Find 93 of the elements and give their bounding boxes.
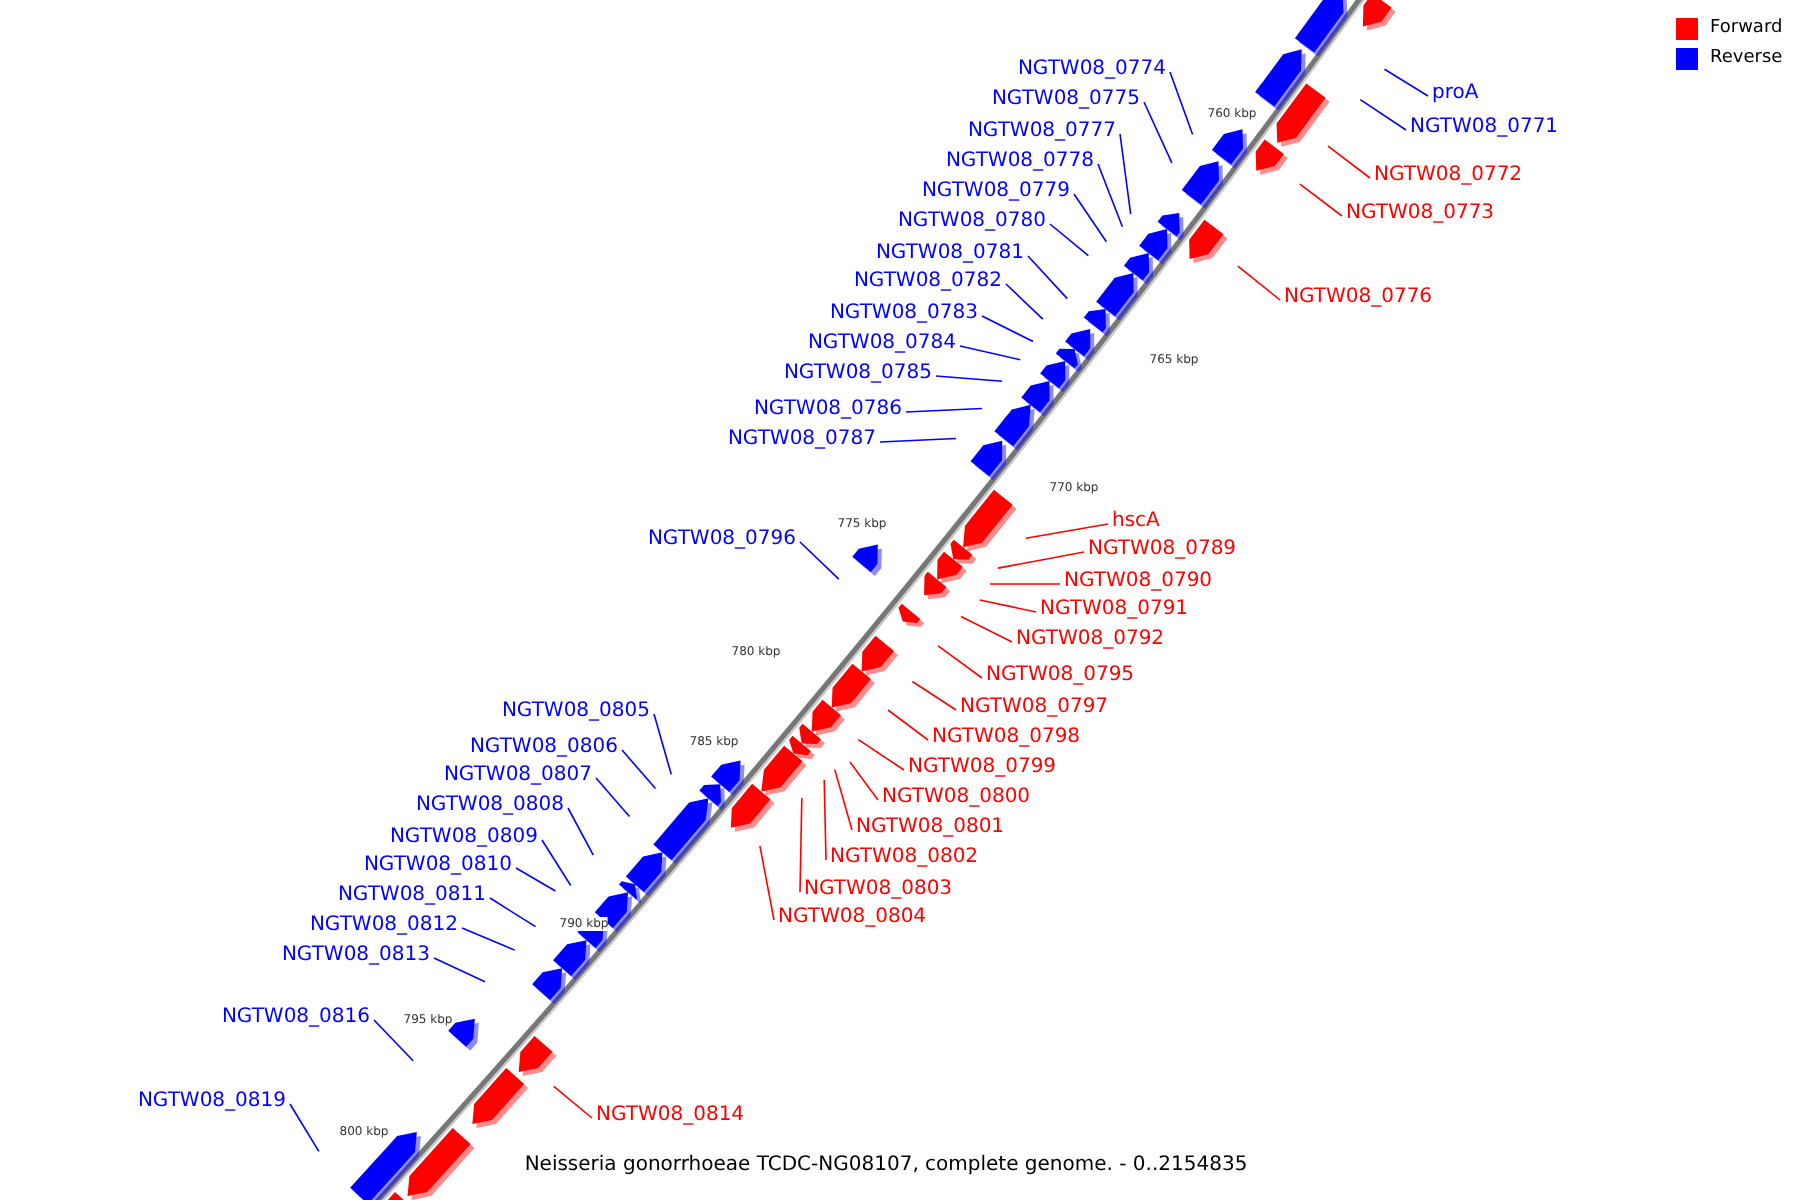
gene-label: NGTW08_0773 [1346,202,1495,226]
gene-label: NGTW08_0819 [137,1090,286,1114]
leader-line [905,407,983,413]
gene-label: NGTW08_0799 [908,756,1057,780]
gene-label: NGTW08_0789 [1088,538,1237,562]
gene-label: NGTW08_0809 [389,826,538,850]
leader-line [1299,183,1343,217]
leader-line [1383,68,1429,97]
leader-line [1049,223,1090,257]
leader-line [461,927,516,951]
leader-line [1073,193,1108,243]
gene-label: NGTW08_0792 [1016,628,1165,652]
gene-label: NGTW08_0782 [853,270,1002,294]
leader-line [833,768,853,831]
leader-line [621,749,657,790]
gene-label: NGTW08_0786 [753,398,902,422]
gene-label: NGTW08_0777 [967,120,1116,144]
legend-label: Forward [1710,16,1783,40]
gene-label: NGTW08_0779 [921,180,1070,204]
leader-line [823,779,827,861]
gene-label: NGTW08_0814 [596,1104,745,1128]
gene-label: NGTW08_0771 [1410,116,1559,140]
gene-label: NGTW08_0811 [337,884,486,908]
gene-label: NGTW08_0800 [882,786,1031,810]
gene-label: NGTW08_0801 [856,816,1005,840]
gene-label: NGTW08_0798 [932,726,1081,750]
gene-label: hscA [1112,510,1160,534]
leader-line [1327,145,1371,179]
gene-label: NGTW08_0813 [281,944,430,968]
leader-line [799,541,840,580]
gene-label: NGTW08_0787 [727,428,876,452]
gene-label: proA [1432,82,1479,106]
leader-line [981,315,1034,343]
leader-line [595,777,631,818]
leader-line [935,375,1003,382]
gene-label: NGTW08_0807 [443,764,592,788]
gene-label: NGTW08_0812 [309,914,458,938]
gene-label: NGTW08_0785 [783,362,932,386]
leader-line [1237,265,1281,301]
gene-label: NGTW08_0808 [415,794,564,818]
leader-line [1169,71,1194,136]
gene-label: NGTW08_0804 [778,906,927,930]
leader-line [541,839,572,887]
leader-line [857,738,905,771]
leader-line [1005,283,1044,320]
leader-line [1025,523,1109,540]
gene-label: NGTW08_0776 [1284,286,1433,310]
gene-label: NGTW08_0780 [897,210,1046,234]
leader-line [937,645,983,679]
gene-label: NGTW08_0795 [986,664,1135,688]
gene-label: NGTW08_0796 [647,528,796,552]
gene-label: NGTW08_0797 [960,696,1109,720]
leader-line [1097,163,1124,228]
leader-line [433,957,486,983]
gene-label: NGTW08_0810 [363,854,512,878]
leader-line [515,867,557,892]
leader-line [849,761,879,801]
leader-line [489,897,537,928]
gene-label: NGTW08_0774 [1017,58,1166,82]
leader-line [879,437,957,443]
leader-line [373,1019,414,1062]
leader-line [1359,98,1407,131]
leader-line [960,615,1013,643]
gene-label: NGTW08_0802 [830,846,979,870]
gene-label: NGTW08_0806 [469,736,618,760]
gene-label: NGTW08_0790 [1064,570,1213,594]
gene-label: NGTW08_0791 [1040,598,1189,622]
leader-line [799,797,803,893]
leader-line [1119,133,1132,215]
leader-line [567,807,595,856]
leader-line [759,845,775,921]
leader-line [979,599,1037,613]
caption: Neisseria gonorrhoeae TCDC-NG08107, complete genome. - 0..2154835 [524,1154,1248,1178]
leader-line [887,709,929,741]
gene-label: NGTW08_0803 [804,878,953,902]
gene-label: NGTW08_0784 [807,332,956,356]
gene-label: NGTW08_0783 [829,302,978,326]
leader-line [653,713,673,776]
leader-line [911,680,957,711]
legend-label: Reverse [1710,46,1783,70]
leader-line [997,551,1085,569]
leader-line [289,1103,320,1153]
leader-line [989,583,1061,585]
gene-label: NGTW08_0778 [945,150,1094,174]
gene-label: NGTW08_0772 [1374,164,1523,188]
leader-line [552,1085,593,1119]
leader-line [1027,255,1069,300]
gene-label: NGTW08_0816 [221,1006,370,1030]
leader-line [959,345,1022,361]
gene-label: NGTW08_0781 [875,242,1024,266]
leader-line [1143,101,1173,164]
gene-label: NGTW08_0805 [501,700,650,724]
gene-label: NGTW08_0775 [991,88,1140,112]
